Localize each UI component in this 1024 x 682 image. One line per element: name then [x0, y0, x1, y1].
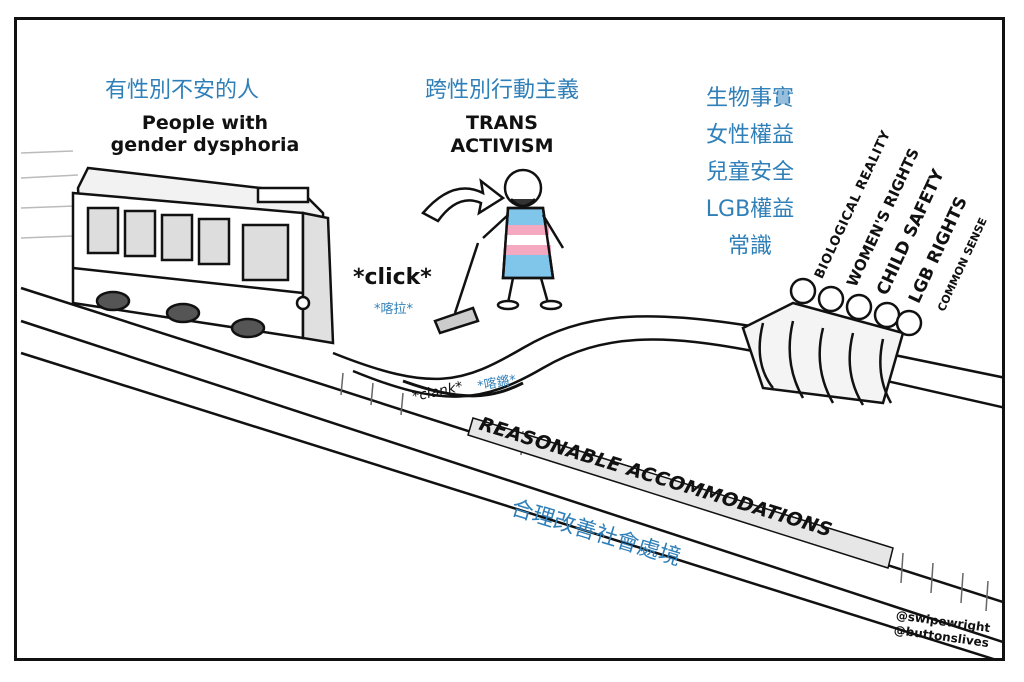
center-label-en-line1: TRANS — [466, 112, 538, 134]
right-cn-item: 生物事實 — [705, 86, 794, 111]
scene-illustration — [20, 150, 1002, 658]
left-label-en-line1: People with — [141, 112, 269, 134]
rotate-arrow-icon — [421, 178, 506, 223]
trolley — [71, 166, 335, 345]
switch-junction — [402, 379, 524, 398]
click-sound-cn: *喀拉* — [374, 302, 414, 317]
right-cn-item: LGB權益 — [705, 197, 795, 222]
right-cn-item: 常識 — [727, 234, 772, 259]
right-label-cn-list: 生物事實 女性權益 兒童安全 LGB權益 常識 — [705, 80, 795, 265]
trans-activist-figure — [482, 168, 565, 311]
left-label-en: People with gender dysphoria — [95, 112, 315, 156]
center-label-en-line2: ACTIVISM — [450, 135, 554, 157]
speed-lines — [20, 150, 79, 239]
center-label-en: TRANS ACTIVISM — [437, 112, 567, 158]
right-cn-item: 女性權益 — [705, 123, 794, 148]
center-label-cn: 跨性別行動主義 — [425, 78, 580, 103]
tied-people-group — [741, 277, 923, 406]
left-label-cn: 有性別不安的人 — [105, 78, 260, 103]
lever — [433, 242, 480, 335]
track-label-band — [467, 417, 894, 569]
click-sound-en: *click* — [353, 265, 432, 290]
upper-track — [332, 315, 1002, 409]
left-label-en-line2: gender dysphoria — [110, 134, 300, 156]
right-cn-item: 兒童安全 — [705, 160, 794, 185]
comic-frame: 有性別不安的人 People with gender dysphoria 跨性別… — [14, 17, 1005, 661]
